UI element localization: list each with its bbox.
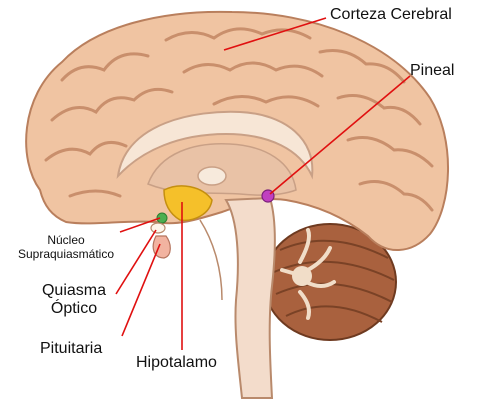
label-nucleo-supraquiasmatico: Núcleo Supraquiasmático: [10, 233, 122, 262]
label-quiasma-line2: Óptico: [50, 300, 98, 318]
leader-line-nucleo: [119, 217, 161, 233]
leader-line-pineal: [269, 75, 411, 195]
label-hipotalamo: Hipotalamo: [136, 354, 217, 371]
label-nucleo-line1: Núcleo: [47, 233, 85, 247]
leader-line-corteza: [223, 17, 327, 51]
optic-chiasm: [150, 222, 166, 234]
suprachiasmatic-nucleus: [156, 212, 168, 224]
label-pituitaria: Pituitaria: [40, 340, 103, 357]
cerebellum: [263, 223, 397, 341]
label-nucleo-line2: Supraquiasmático: [17, 246, 115, 261]
pituitary-gland: [152, 235, 171, 259]
hypothalamus: [163, 185, 213, 222]
label-quiasma-line1: Quiasma: [41, 282, 107, 299]
cerebrum: [25, 10, 450, 251]
label-corteza-cerebral: Corteza Cerebral: [330, 6, 452, 23]
label-pineal: Pineal: [410, 62, 455, 79]
leader-lines: [115, 17, 411, 350]
leader-line-pituitaria: [121, 243, 161, 337]
brainstem: [199, 196, 276, 399]
label-quiasma-optico: Quiasma Óptico: [28, 282, 120, 319]
leader-line-quiasma: [115, 229, 157, 295]
